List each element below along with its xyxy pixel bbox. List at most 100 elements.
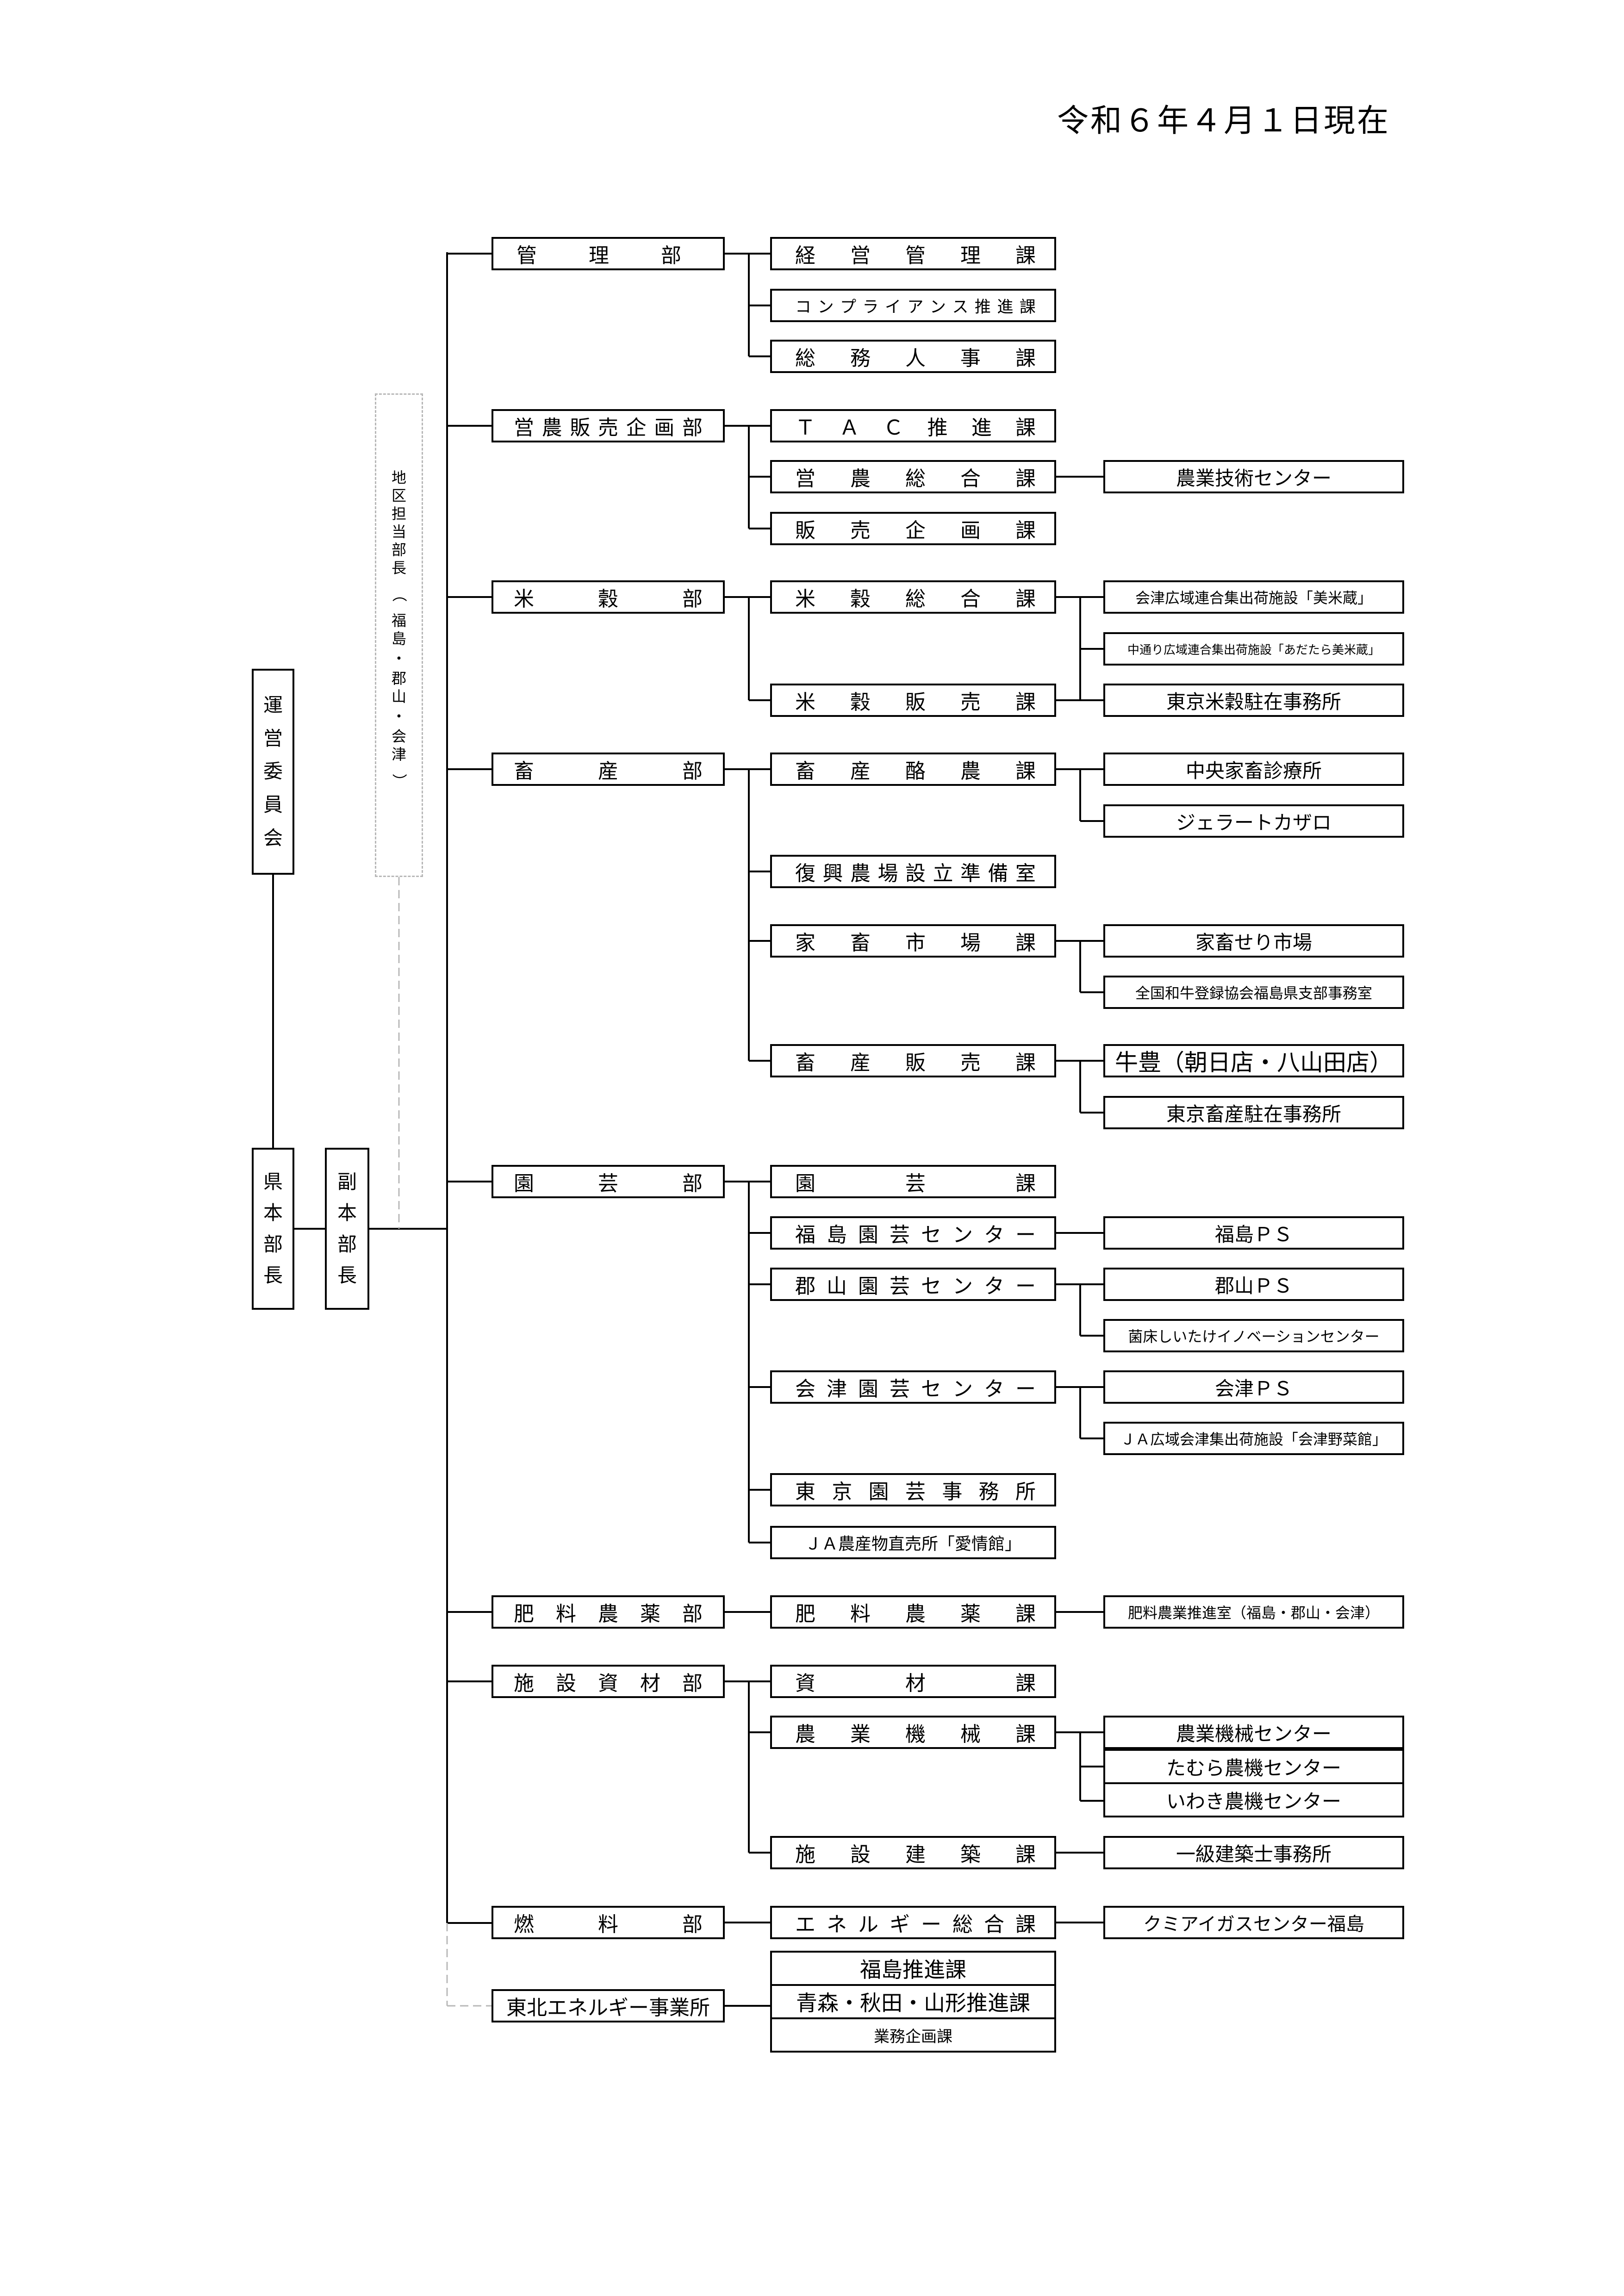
section-label: 福島推進課 <box>860 1957 966 1982</box>
dept-shisetsu-label: 施設資材部 <box>514 1672 703 1695</box>
section-chikusan-rakunou: 畜産酪農課 <box>770 753 1056 786</box>
unit-adatara-bimaigura: 中通り広域連合集出荷施設「あだたら美米蔵」 <box>1103 632 1404 666</box>
unit-label: 農業機械センター <box>1176 1722 1332 1745</box>
unit-label: 牛豊（朝日店・八山田店） <box>1115 1049 1393 1076</box>
section-soumu-jinji: 総務人事課 <box>770 340 1056 373</box>
section-fukkou-noujou: 復興農場設立準備室 <box>770 855 1056 888</box>
unit-label: 全国和牛登録協会福島県支部事務室 <box>1135 984 1372 1002</box>
unit-fukushima-ps: 福島ＰＳ <box>1103 1216 1404 1250</box>
unit-label: 福島ＰＳ <box>1214 1223 1293 1246</box>
unit-tamura-nouki-center: たむら農機センター <box>1103 1749 1404 1784</box>
section-beikoku-sougou: 米穀総合課 <box>770 580 1056 614</box>
unit-tokyo-chikusan-office: 東京畜産駐在事務所 <box>1103 1096 1404 1129</box>
section-label: 農業機械課 <box>795 1723 1036 1746</box>
section-label: 資材課 <box>795 1672 1036 1695</box>
unit-label: 一級建築士事務所 <box>1176 1842 1332 1866</box>
section-fukushima-suishin: 福島推進課 <box>770 1951 1056 1986</box>
unit-label: 東京畜産駐在事務所 <box>1166 1102 1341 1126</box>
section-label: 販売企画課 <box>795 519 1036 542</box>
section-label: 営農総合課 <box>795 467 1036 491</box>
operating-committee-box: 運営委員会 <box>252 669 294 875</box>
section-label: 郡山園芸センター <box>795 1275 1036 1298</box>
section-label: 家畜市場課 <box>795 931 1036 955</box>
unit-iwaki-nouki-center: いわき農機センター <box>1103 1782 1404 1817</box>
unit-label: 菌床しいたけイノベーションセンター <box>1128 1328 1380 1345</box>
section-shisetsu-kenchiku: 施設建築課 <box>770 1836 1056 1869</box>
section-compliance: コンプライアンス推進課 <box>770 289 1056 322</box>
dept-tohoku-energy: 東北エネルギー事業所 <box>492 1989 725 2022</box>
as-of-date: 令和６年４月１日現在 <box>1057 103 1390 139</box>
prefectural-head-box: 県本部長 <box>252 1148 294 1310</box>
section-tokyo-engei-office: 東京園芸事務所 <box>770 1473 1056 1506</box>
dept-engei-label: 園芸部 <box>514 1172 703 1195</box>
unit-label: クミアイガスセンター福島 <box>1143 1914 1364 1935</box>
dept-einou: 営農販売企画部 <box>492 409 725 442</box>
district-liaison-box: 地区担当部長（福島・郡山・会津） <box>375 393 423 877</box>
section-energy-sougou: エネルギー総合課 <box>770 1906 1056 1939</box>
unit-gyuhou-shops: 牛豊（朝日店・八山田店） <box>1103 1044 1404 1077</box>
operating-committee-label: 運営委員会 <box>263 693 283 850</box>
section-label: ＪＡ農産物直売所「愛情館」 <box>804 1535 1021 1554</box>
section-label: エネルギー総合課 <box>795 1913 1036 1936</box>
dept-beikoku-label: 米穀部 <box>514 587 703 611</box>
section-label: 肥料農薬課 <box>795 1602 1036 1626</box>
unit-nougyou-gijutsu-center: 農業技術センター <box>1103 460 1404 493</box>
unit-label: いわき農機センター <box>1166 1790 1341 1813</box>
district-liaison-label: 地区担当部長（福島・郡山・会津） <box>390 469 408 789</box>
prefectural-head-label: 県本部長 <box>263 1170 283 1287</box>
dept-chikusan-label: 畜産部 <box>514 759 703 783</box>
deputy-head-box: 副本部長 <box>325 1148 369 1310</box>
unit-gelato-kazaro: ジェラートカザロ <box>1103 804 1404 838</box>
unit-label: 中央家畜診療所 <box>1185 759 1322 782</box>
unit-label: ＪＡ広域会津集出荷施設「会津野菜館」 <box>1120 1431 1387 1448</box>
section-aomori-akita-yamagata: 青森・秋田・山形推進課 <box>770 1984 1056 2019</box>
unit-aizu-ps: 会津ＰＳ <box>1103 1370 1404 1404</box>
unit-label: たむら農機センター <box>1166 1756 1341 1780</box>
section-fukushima-engei-center: 福島園芸センター <box>770 1216 1056 1250</box>
unit-label: 東京米穀駐在事務所 <box>1166 690 1341 713</box>
dept-chikusan: 畜産部 <box>492 753 725 786</box>
unit-bimaigura: 会津広域連合集出荷施設「美米蔵」 <box>1103 580 1404 614</box>
dept-kanri-label: 管理部 <box>516 244 681 268</box>
section-label: 畜産販売課 <box>795 1051 1036 1075</box>
section-einou-sougou: 営農総合課 <box>770 460 1056 493</box>
section-kachiku-shijou: 家畜市場課 <box>770 924 1056 958</box>
section-hanbai-kikaku: 販売企画課 <box>770 512 1056 545</box>
unit-wagyu-registry-office: 全国和牛登録協会福島県支部事務室 <box>1103 976 1404 1009</box>
section-label: 福島園芸センター <box>795 1223 1036 1247</box>
unit-aizu-yasaikan: ＪＡ広域会津集出荷施設「会津野菜館」 <box>1103 1422 1404 1455</box>
dept-nenryo-label: 燃料部 <box>514 1913 703 1936</box>
section-shizai: 資材課 <box>770 1665 1056 1698</box>
section-beikoku-hanbai: 米穀販売課 <box>770 684 1056 717</box>
section-label: 東京園芸事務所 <box>795 1480 1036 1504</box>
section-keiei-kanri: 経営管理課 <box>770 237 1056 270</box>
section-chikusan-hanbai: 畜産販売課 <box>770 1044 1056 1077</box>
section-koriyama-engei-center: 郡山園芸センター <box>770 1268 1056 1301</box>
section-hiryo-nouyaku: 肥料農薬課 <box>770 1595 1056 1629</box>
section-label: コンプライアンス推進課 <box>795 298 1036 317</box>
section-label: 畜産酪農課 <box>795 759 1036 783</box>
unit-label: 郡山ＰＳ <box>1214 1274 1293 1297</box>
unit-label: ジェラートカザロ <box>1176 811 1332 834</box>
unit-kachiku-seri-ichiba: 家畜せり市場 <box>1103 924 1404 958</box>
dept-tohoku-energy-label: 東北エネルギー事業所 <box>506 1996 710 2020</box>
section-label: 復興農場設立準備室 <box>795 862 1036 885</box>
section-label: 米穀総合課 <box>795 587 1036 611</box>
section-label: 会津園芸センター <box>795 1377 1036 1401</box>
unit-chuou-kachiku-clinic: 中央家畜診療所 <box>1103 753 1404 786</box>
deputy-head-label: 副本部長 <box>337 1170 357 1287</box>
section-label: 米穀販売課 <box>795 691 1036 714</box>
unit-koriyama-ps: 郡山ＰＳ <box>1103 1268 1404 1301</box>
section-nougyou-kikai: 農業機械課 <box>770 1716 1056 1749</box>
unit-tokyo-beikoku-office: 東京米穀駐在事務所 <box>1103 684 1404 717</box>
unit-label: 会津ＰＳ <box>1214 1377 1293 1400</box>
unit-ikkyu-kenchikushi-office: 一級建築士事務所 <box>1103 1836 1404 1869</box>
unit-label: 肥料農業推進室（福島・郡山・会津） <box>1127 1604 1380 1622</box>
section-aizu-engei-center: 会津園芸センター <box>770 1370 1056 1404</box>
unit-shiitake-innovation-center: 菌床しいたけイノベーションセンター <box>1103 1319 1404 1352</box>
dept-engei: 園芸部 <box>492 1165 725 1198</box>
unit-label: 農業技術センター <box>1176 467 1332 490</box>
